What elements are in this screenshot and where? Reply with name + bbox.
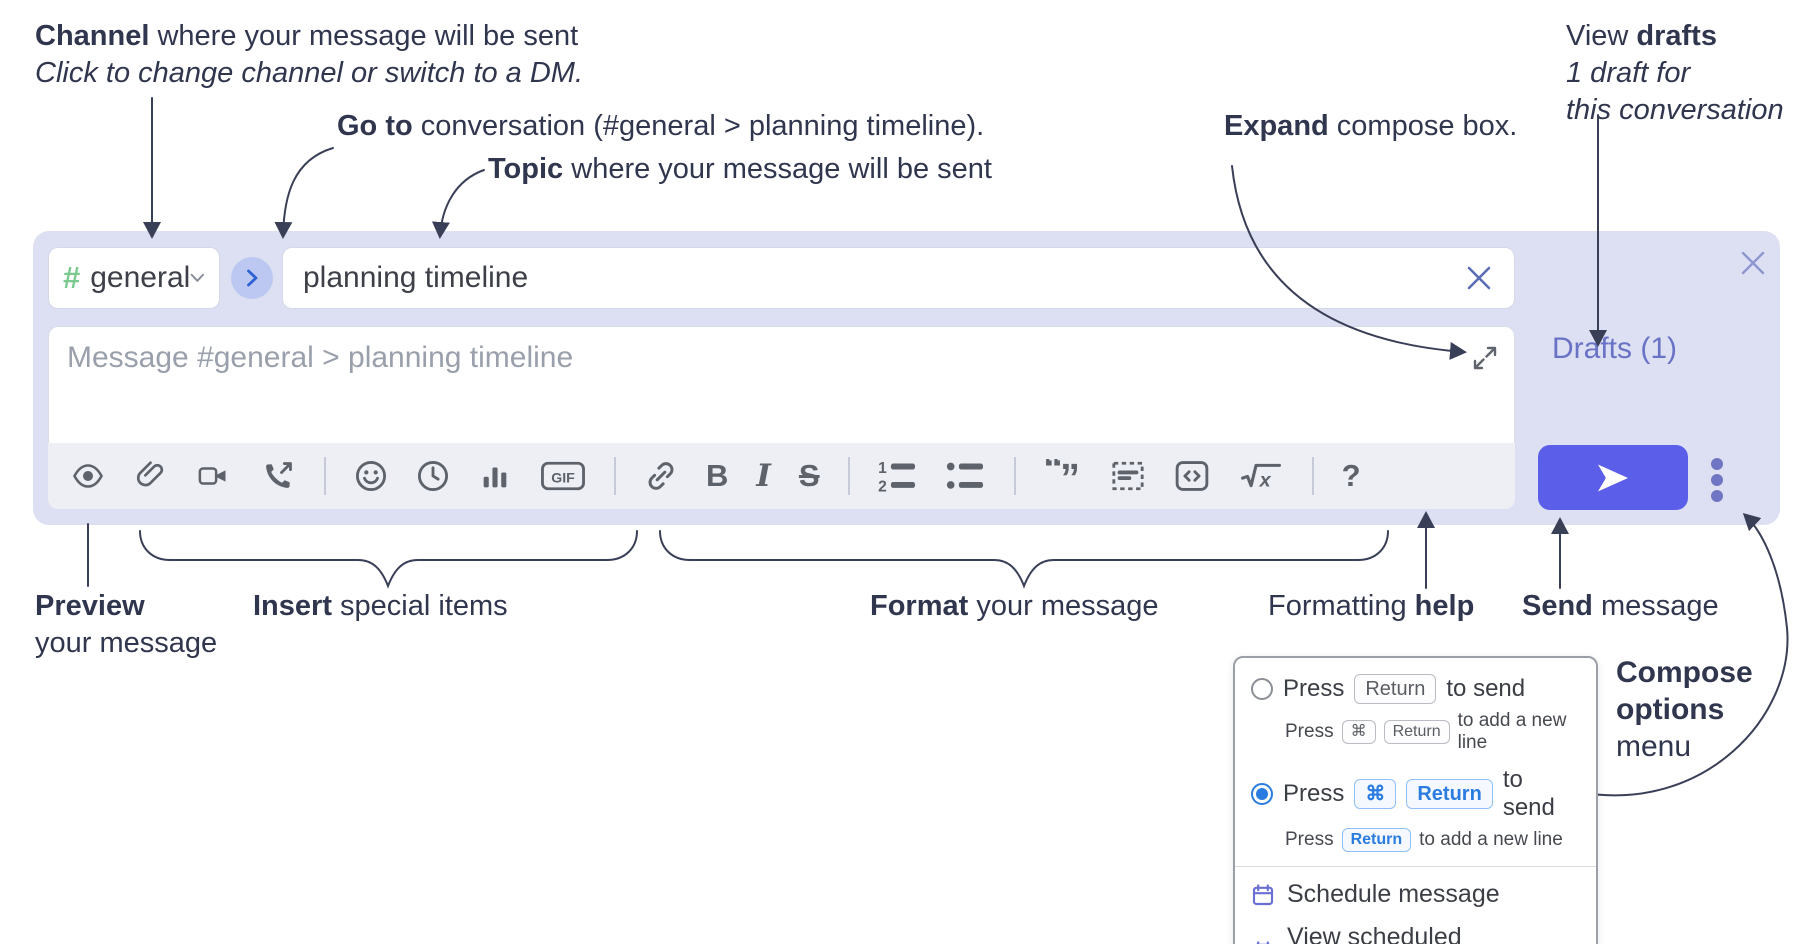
calendar-grid-icon xyxy=(1255,941,1271,944)
svg-text:GIF: GIF xyxy=(551,470,575,486)
compose-options-menu: Press Return to send Press ⌘ Return to a… xyxy=(1233,656,1598,944)
svg-text:x: x xyxy=(1258,470,1271,492)
menu-item-schedule-message[interactable]: Schedule message xyxy=(1235,873,1596,916)
bold-icon[interactable]: B xyxy=(706,458,729,493)
expand-compose-icon[interactable] xyxy=(1470,343,1500,373)
insert-annotation: Insert special items xyxy=(253,590,508,622)
math-icon[interactable]: x xyxy=(1238,454,1284,498)
kebab-dot xyxy=(1711,490,1723,502)
italic-icon[interactable]: I xyxy=(756,458,771,494)
expand-annotation: Expand compose box. xyxy=(1224,110,1518,142)
menu-divider xyxy=(1235,866,1596,867)
message-box xyxy=(48,326,1515,443)
channel-selector[interactable]: # general xyxy=(48,247,220,309)
kebab-dot xyxy=(1711,458,1723,470)
toolbar-divider xyxy=(847,457,850,495)
preview-icon[interactable] xyxy=(70,454,106,498)
topic-input[interactable] xyxy=(282,247,1515,309)
menu-item-view-scheduled[interactable]: View scheduled messages xyxy=(1235,916,1596,944)
kbd-cmd: ⌘ xyxy=(1354,779,1397,809)
radio-selected-icon[interactable] xyxy=(1251,783,1273,805)
kbd-cmd: ⌘ xyxy=(1341,720,1376,744)
chevron-right-icon xyxy=(247,269,258,287)
radio-unselected-icon[interactable] xyxy=(1251,678,1273,700)
formatting-help-annotation: Formatting help xyxy=(1268,590,1475,622)
gif-icon[interactable]: GIF xyxy=(540,454,586,498)
svg-text:”: ” xyxy=(1060,459,1080,493)
bulleted-list-icon[interactable] xyxy=(946,454,986,498)
send-annotation: Send message xyxy=(1522,590,1719,622)
calendar-icon xyxy=(1252,883,1274,905)
kebab-dot xyxy=(1711,474,1723,486)
time-icon[interactable] xyxy=(416,454,450,498)
send-option-return[interactable]: Press Return to send xyxy=(1235,670,1596,708)
brace-insert xyxy=(139,530,638,589)
line-goto xyxy=(274,147,334,239)
chevron-down-icon xyxy=(190,273,205,282)
line-topic xyxy=(431,169,485,239)
goto-conversation-button[interactable] xyxy=(231,257,273,299)
kbd-return: Return xyxy=(1383,720,1450,744)
toolbar-divider xyxy=(1311,457,1314,495)
clear-topic-icon[interactable] xyxy=(1465,264,1493,292)
compose-box: # general xyxy=(33,231,1780,525)
send-option-return-sub: Press ⌘ Return to add a new line xyxy=(1285,710,1567,753)
drafts-link[interactable]: Drafts (1) xyxy=(1552,332,1678,365)
code-icon[interactable] xyxy=(1174,454,1210,498)
compose-toolbar: GIF B I S 1 2 xyxy=(48,443,1515,509)
poll-icon[interactable] xyxy=(478,454,512,498)
attach-file-icon[interactable] xyxy=(134,454,166,498)
kbd-return: Return xyxy=(1354,674,1437,704)
link-icon[interactable] xyxy=(644,454,678,498)
svg-text:2: 2 xyxy=(878,479,887,493)
compose-options-annotation: Compose options menu xyxy=(1616,656,1753,763)
send-button[interactable] xyxy=(1538,445,1688,510)
goto-annotation: Go to conversation (#general > planning … xyxy=(337,110,985,142)
kbd-return: Return xyxy=(1406,779,1493,809)
voice-call-icon[interactable] xyxy=(260,454,296,498)
toolbar-divider xyxy=(1013,457,1016,495)
strikethrough-icon[interactable]: S xyxy=(798,458,820,493)
send-option-cmd-return-sub: Press Return to add a new line xyxy=(1285,828,1563,852)
svg-text:“: “ xyxy=(1044,459,1063,491)
drafts-annotation: View drafts 1 draft for this conversatio… xyxy=(1566,20,1784,126)
close-compose-icon[interactable] xyxy=(1738,248,1768,278)
channel-hash-icon: # xyxy=(63,260,81,295)
compose-options-menu-button[interactable] xyxy=(1709,458,1725,502)
emoji-icon[interactable] xyxy=(354,454,388,498)
brace-format xyxy=(659,530,1389,589)
topic-field-wrap xyxy=(282,247,1515,309)
svg-text:1: 1 xyxy=(878,460,887,477)
video-call-icon[interactable] xyxy=(194,454,232,498)
quote-icon[interactable]: “ ” xyxy=(1044,454,1082,498)
channel-name: general xyxy=(90,261,191,294)
kbd-return: Return xyxy=(1341,828,1412,852)
topic-annotation: Topic where your message will be sent xyxy=(488,153,992,185)
format-annotation: Format your message xyxy=(870,590,1159,622)
message-input[interactable] xyxy=(49,327,1514,443)
toolbar-divider xyxy=(614,457,616,495)
preview-annotation: Preview your message xyxy=(35,590,218,659)
spoiler-icon[interactable] xyxy=(1110,454,1146,498)
formatting-help-icon[interactable]: ? xyxy=(1341,458,1361,493)
numbered-list-icon[interactable]: 1 2 xyxy=(878,454,918,498)
toolbar-divider xyxy=(324,457,326,495)
send-option-cmd-return[interactable]: Press ⌘ Return to send xyxy=(1235,762,1596,826)
send-icon xyxy=(1597,464,1629,491)
channel-annotation: Channel where your message will be sent … xyxy=(35,20,584,89)
